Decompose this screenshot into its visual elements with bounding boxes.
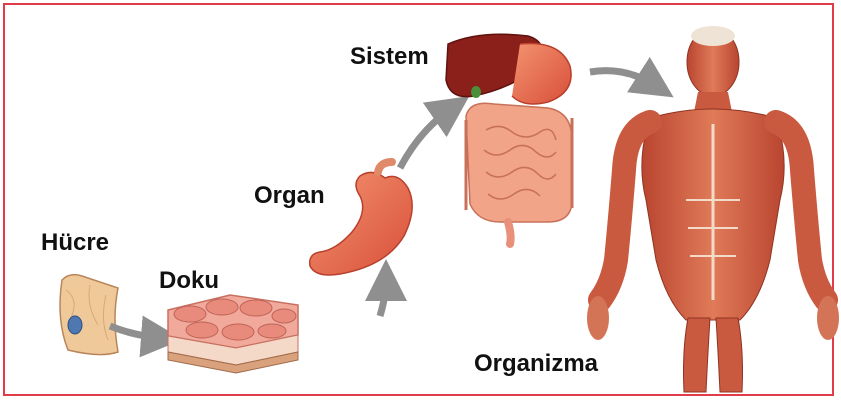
- cell-icon: [60, 275, 118, 355]
- stomach-icon: [310, 162, 412, 275]
- human-muscle-icon: [587, 26, 839, 392]
- tissue-icon: [168, 295, 298, 373]
- arrow-cell-to-tissue: [110, 326, 162, 338]
- label-system: Sistem: [350, 43, 429, 71]
- arrow-tissue-to-organ: [380, 280, 386, 316]
- label-cell: Hücre: [41, 229, 109, 257]
- label-organ: Organ: [254, 182, 325, 210]
- arrow-system-to-organism: [590, 71, 656, 86]
- arrow-organ-to-system: [400, 108, 452, 168]
- label-tissue: Doku: [159, 267, 219, 295]
- digestive-system-icon: [446, 34, 572, 244]
- label-organism: Organizma: [474, 350, 598, 378]
